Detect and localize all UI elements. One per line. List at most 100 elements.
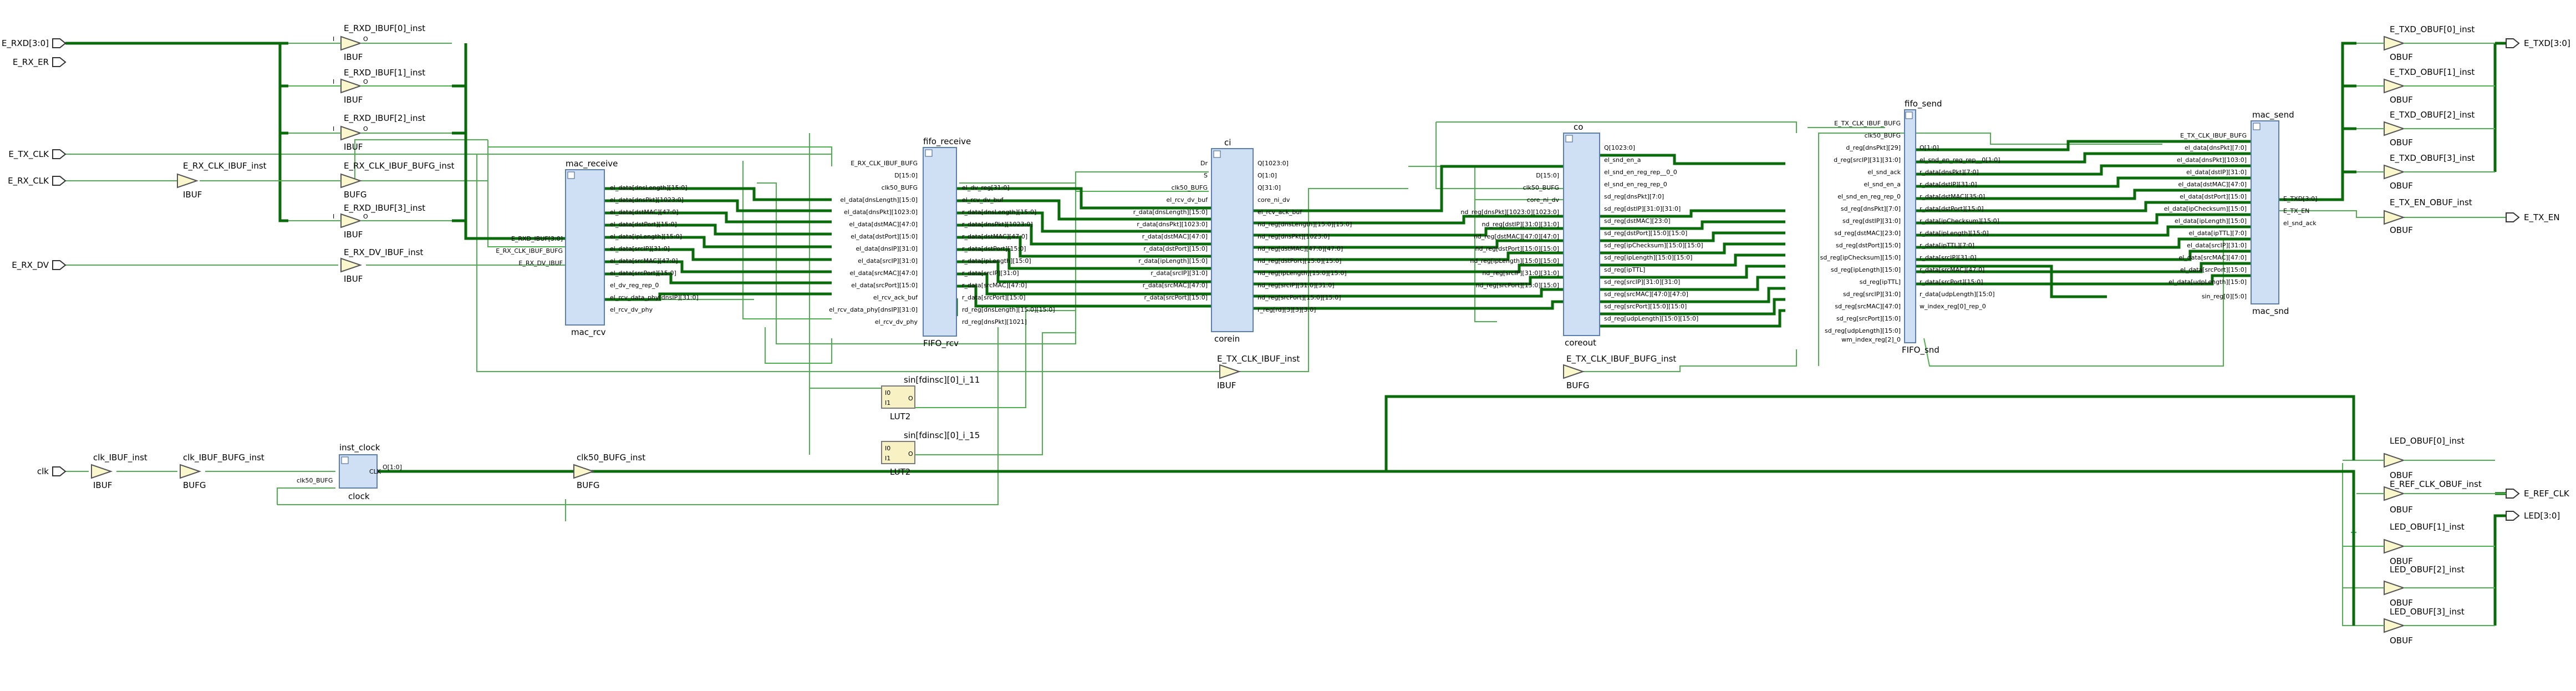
svg-text:sd_reg[srcIP][31:0]: sd_reg[srcIP][31:0]: [1843, 291, 1901, 298]
svg-text:r_data[ipChecksum][15:0]: r_data[ipChecksum][15:0]: [1920, 217, 1999, 225]
ci-inputs: Dr S clk50_BUFG el_rcv_dv_buf r_data[dns…: [1133, 160, 1208, 301]
svg-text:E_RXD_IBUF[3:0]: E_RXD_IBUF[3:0]: [511, 235, 563, 242]
led-obuf-3[interactable]: LED_OBUF[3]_inst OBUF: [2356, 607, 2495, 646]
tx-clk-bufg[interactable]: E_TX_CLK_IBUF_BUFG_inst BUFG: [1563, 354, 1676, 390]
lut-i11[interactable]: sin[fdinsc][0]_i_11 I0 I1 O LUT2: [881, 375, 980, 421]
port-e-rx-dv[interactable]: E_RX_DV: [12, 260, 67, 271]
svg-text:sd_reg[ipLength][15:0]: sd_reg[ipLength][15:0]: [1831, 266, 1901, 273]
fifo-send-block[interactable]: fifo_send FIFO_snd E_TX_CLK_IBUF_BUFG cl…: [1820, 99, 2000, 355]
svg-text:I0: I0: [885, 389, 890, 397]
svg-text:OBUF: OBUF: [2390, 138, 2413, 148]
svg-text:IBUF: IBUF: [344, 230, 363, 240]
svg-text:clk_IBUF_inst: clk_IBUF_inst: [93, 453, 147, 463]
svg-text:el_data[dstMAC][47:0]: el_data[dstMAC][47:0]: [610, 209, 679, 216]
svg-text:BUFG: BUFG: [183, 480, 206, 490]
svg-text:sd_reg[srcIP][31:0][31:0]: sd_reg[srcIP][31:0][31:0]: [1604, 278, 1680, 286]
svg-text:E_RX_ER: E_RX_ER: [13, 57, 49, 68]
svg-text:r_data[dstPort][15:0]: r_data[dstPort][15:0]: [1144, 245, 1208, 252]
port-e-tx-en[interactable]: E_TX_EN: [2506, 212, 2560, 223]
svg-text:el_rcv_ack_buf: el_rcv_ack_buf: [1258, 209, 1302, 216]
svg-text:E_TX_CLK_IBUF_BUFG: E_TX_CLK_IBUF_BUFG: [2180, 132, 2247, 139]
svg-text:clk50_BUFG: clk50_BUFG: [882, 184, 918, 191]
port-e-rxd[interactable]: E_RXD[3:0]: [2, 38, 67, 49]
co-block[interactable]: co coreout D[15:0] clk50_BUFG core_ni_dv…: [1460, 122, 1703, 348]
svg-text:w_index_reg[0]_rep_0: w_index_reg[0]_rep_0: [1920, 303, 1986, 310]
clk-bufg[interactable]: clk_IBUF_BUFG_inst BUFG: [180, 453, 264, 490]
svg-text:corein: corein: [1214, 334, 1240, 344]
svg-text:LED_OBUF[0]_inst: LED_OBUF[0]_inst: [2390, 436, 2465, 446]
svg-text:Dr: Dr: [1200, 160, 1208, 167]
svg-text:r_data[dnsPkt][7:0]: r_data[dnsPkt][7:0]: [1920, 169, 1979, 176]
tx-en-obuf[interactable]: E_TX_EN_OBUF_inst OBUF: [2384, 197, 2472, 235]
svg-text:E_TX_CLK_IBUF_inst: E_TX_CLK_IBUF_inst: [1217, 354, 1300, 364]
port-e-rx-clk[interactable]: E_RX_CLK: [8, 176, 67, 186]
svg-text:E_TX_CLK: E_TX_CLK: [8, 149, 49, 160]
ci-block[interactable]: ci corein Dr S clk50_BUFG el_rcv_dv_buf …: [1133, 138, 1352, 344]
svg-text:sd_reg[ipChecksum][15:0][15:0]: sd_reg[ipChecksum][15:0][15:0]: [1604, 242, 1703, 249]
svg-text:sd_reg[srcMAC][47:0]: sd_reg[srcMAC][47:0]: [1835, 303, 1901, 310]
mac-receive-block[interactable]: mac_receive mac_rcv E_RXD_IBUF[3:0] E_RX…: [496, 159, 699, 338]
ci-outputs: Q[1023:0] O[1:0] Q[31:0] core_ni_dv el_r…: [1258, 160, 1352, 313]
svg-text:r_data[dstMAC][35:0]: r_data[dstMAC][35:0]: [1920, 193, 1985, 200]
rx-dv-ibuf[interactable]: E_RX_DV_IBUF_inst IBUF: [340, 247, 424, 284]
svg-text:sd_reg[udpLength][15:0][15:0]: sd_reg[udpLength][15:0][15:0]: [1604, 315, 1698, 322]
svg-text:E_TX_EN: E_TX_EN: [2524, 212, 2560, 223]
rx-clk-ibuf[interactable]: E_RX_CLK_IBUF_inst IBUF: [177, 161, 267, 200]
port-led[interactable]: LED[3:0]: [2506, 511, 2560, 521]
svg-text:D[15:0]: D[15:0]: [894, 172, 918, 179]
port-e-rx-er[interactable]: E_RX_ER: [13, 57, 67, 68]
output-ports: E_TXD[3:0] E_TX_EN E_REF_CLK LED[3:0]: [2506, 38, 2570, 521]
txd-obuf-1[interactable]: E_TXD_OBUF[1]_inst OBUF: [2356, 67, 2495, 105]
svg-text:el_data[srcIP][31:0]: el_data[srcIP][31:0]: [610, 245, 670, 252]
svg-text:el_data[srcIP][31:0]: el_data[srcIP][31:0]: [858, 257, 918, 265]
svg-text:el_data[dnsPkt][103:0]: el_data[dnsPkt][103:0]: [2177, 156, 2247, 164]
svg-text:r_data[srcPort][15:0]: r_data[srcPort][15:0]: [1920, 278, 1983, 286]
txd-obuf-2[interactable]: E_TXD_OBUF[2]_inst OBUF: [2356, 110, 2495, 148]
svg-text:mac_snd: mac_snd: [2252, 306, 2289, 317]
svg-text:E_RX_CLK_IBUF_BUFG: E_RX_CLK_IBUF_BUFG: [496, 247, 563, 255]
led-obuf-2[interactable]: LED_OBUF[2]_inst OBUF: [2356, 565, 2495, 608]
svg-text:el_snd_en_reg_rep_0: el_snd_en_reg_rep_0: [1837, 193, 1901, 200]
inst-clock-block[interactable]: inst_clock CLK O[1:0] clk50_BUFG clock: [297, 443, 402, 501]
svg-text:E_TXD_OBUF[3]_inst: E_TXD_OBUF[3]_inst: [2390, 153, 2475, 164]
port-e-txd[interactable]: E_TXD[3:0]: [2506, 38, 2570, 49]
led-obuf-1[interactable]: LED_OBUF[1]_inst OBUF: [2356, 522, 2495, 566]
svg-text:el_snd_en_a: el_snd_en_a: [1864, 181, 1901, 188]
rx-clk-bufg[interactable]: E_RX_CLK_IBUF_BUFG_inst BUFG: [200, 161, 455, 200]
tx-clk-ibuf[interactable]: E_TX_CLK_IBUF_inst IBUF: [1217, 354, 1300, 390]
svg-text:el_dv_reg[31:0]: el_dv_reg[31:0]: [962, 184, 1010, 191]
svg-text:r_data[srcMAC][47:0]: r_data[srcMAC][47:0]: [962, 282, 1027, 289]
svg-text:sin[fdinsc][0]_i_15: sin[fdinsc][0]_i_15: [904, 430, 980, 441]
clk-ibuf[interactable]: clk_IBUF_inst IBUF: [91, 453, 147, 490]
svg-text:sd_reg[srcPort][15:0][15:0]: sd_reg[srcPort][15:0][15:0]: [1604, 303, 1687, 310]
svg-text:clk50_BUFG: clk50_BUFG: [297, 477, 333, 484]
svg-text:I1: I1: [885, 455, 890, 462]
svg-text:sd_reg[dstIP][31:0]: sd_reg[dstIP][31:0]: [1842, 217, 1901, 225]
svg-text:sd_reg[ipLength][15:0][15:0]: sd_reg[ipLength][15:0][15:0]: [1604, 254, 1692, 261]
svg-text:OBUF: OBUF: [2390, 225, 2413, 235]
led-obuf-0[interactable]: LED_OBUF[0]_inst OBUF: [2356, 436, 2495, 480]
svg-text:O[1:0]: O[1:0]: [1920, 144, 1939, 151]
fifo-receive-outputs: el_dv_reg[31:0] el_rcv_dv_buf r_data[dns…: [962, 184, 1055, 326]
fifo-receive-block[interactable]: fifo_receive FIFO_rcv E_RX_CLK_IBUF_BUFG…: [829, 136, 1055, 349]
svg-text:el_data[srcPort][15:0]: el_data[srcPort][15:0]: [2180, 266, 2247, 273]
port-e-tx-clk[interactable]: E_TX_CLK: [8, 149, 67, 160]
lut-i15[interactable]: sin[fdinsc][0]_i_15 I0 I1 O LUT2: [881, 430, 980, 477]
svg-text:OBUF: OBUF: [2390, 556, 2413, 566]
port-clk[interactable]: clk: [37, 466, 67, 476]
txd-obuf-0[interactable]: E_TXD_OBUF[0]_inst OBUF: [2356, 24, 2495, 62]
ref-clk-obuf[interactable]: E_REF_CLK_OBUF_inst OBUF: [2356, 479, 2506, 515]
svg-text:mac_rcv: mac_rcv: [571, 327, 606, 338]
port-e-ref-clk[interactable]: E_REF_CLK: [2506, 489, 2570, 499]
svg-text:el_data[dnsIP][31:0]: el_data[dnsIP][31:0]: [856, 245, 918, 252]
svg-text:d_reg[srcIP][31][31:0]: d_reg[srcIP][31][31:0]: [1834, 156, 1901, 164]
clk50-bufg[interactable]: clk50_BUFG_inst BUFG: [573, 453, 645, 490]
svg-text:r_data[srcPort][15:0]: r_data[srcPort][15:0]: [1144, 294, 1208, 301]
txd-obuf-3[interactable]: E_TXD_OBUF[3]_inst OBUF: [2356, 153, 2495, 191]
mac-send-block[interactable]: mac_send mac_snd E_TX_CLK_IBUF_BUFG el_d…: [2164, 110, 2318, 317]
svg-text:clk_IBUF_BUFG_inst: clk_IBUF_BUFG_inst: [183, 453, 264, 463]
